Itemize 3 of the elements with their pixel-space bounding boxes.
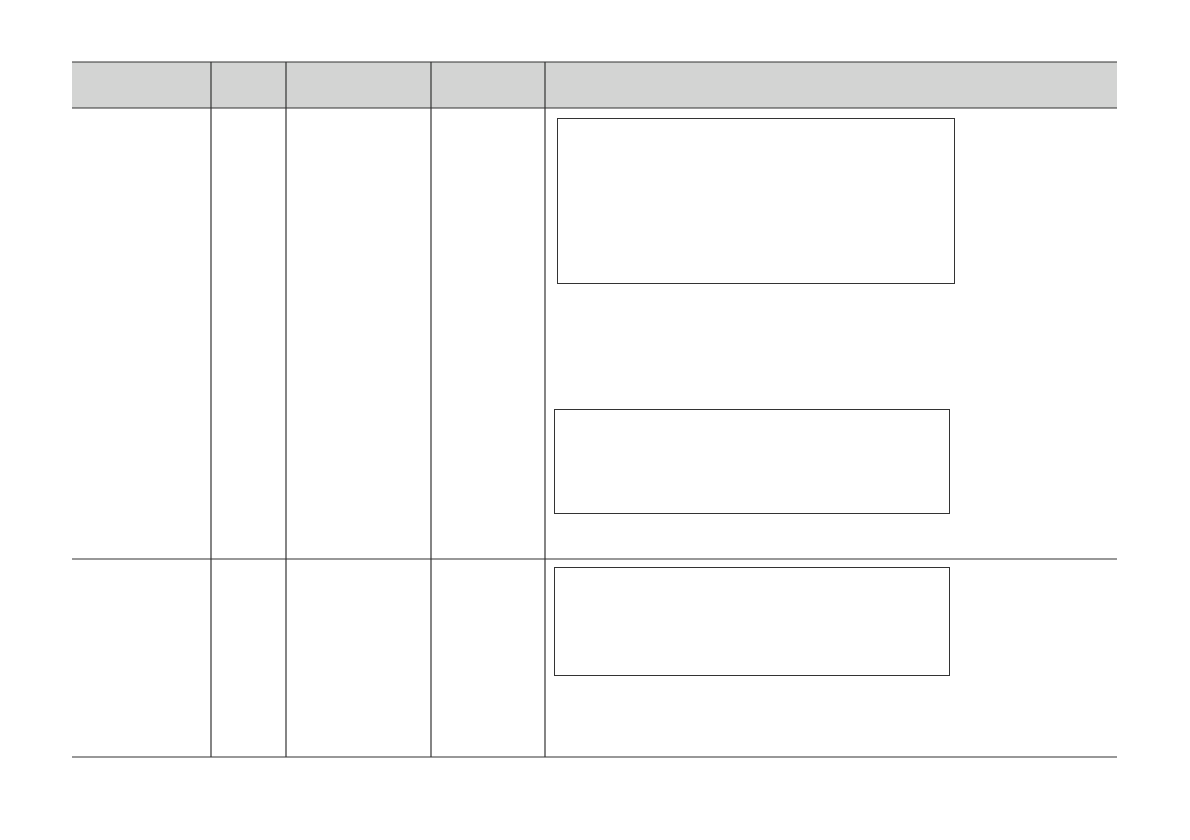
empty-box <box>554 567 950 676</box>
empty-box <box>557 118 955 284</box>
empty-box <box>554 409 950 514</box>
